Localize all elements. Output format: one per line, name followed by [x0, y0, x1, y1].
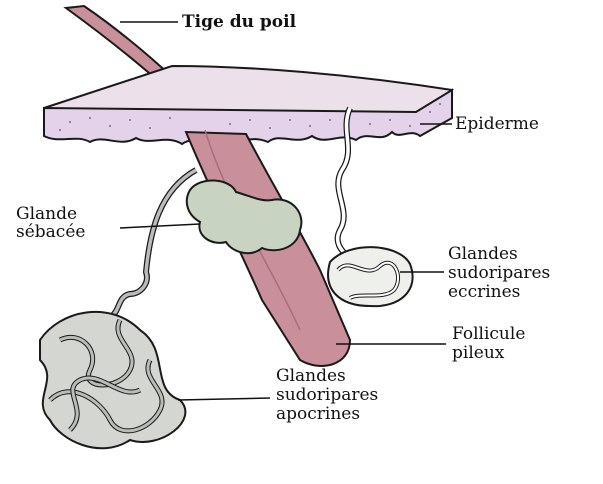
- label-eccrine-line2: sudoripares: [448, 263, 550, 283]
- label-apocrine-line3: apocrines: [276, 404, 360, 424]
- label-epidermis: Epiderme: [455, 114, 539, 134]
- label-hair-shaft: Tige du poil: [182, 12, 296, 32]
- label-sebaceous-line2: sébacée: [16, 222, 85, 242]
- eccrine-coil: [328, 247, 413, 306]
- label-apocrine-line2: sudoripares: [276, 385, 378, 405]
- label-sebaceous-line1: Glande: [16, 204, 77, 224]
- label-follicle-line1: Follicule: [452, 324, 525, 344]
- label-apocrine-line1: Glandes: [276, 366, 346, 386]
- apocrine-coil: [40, 312, 185, 448]
- label-follicle-line2: pileux: [452, 343, 504, 363]
- label-eccrine-line1: Glandes: [448, 244, 518, 264]
- label-eccrine-line3: eccrines: [448, 282, 520, 302]
- apocrine-duct: [112, 170, 196, 316]
